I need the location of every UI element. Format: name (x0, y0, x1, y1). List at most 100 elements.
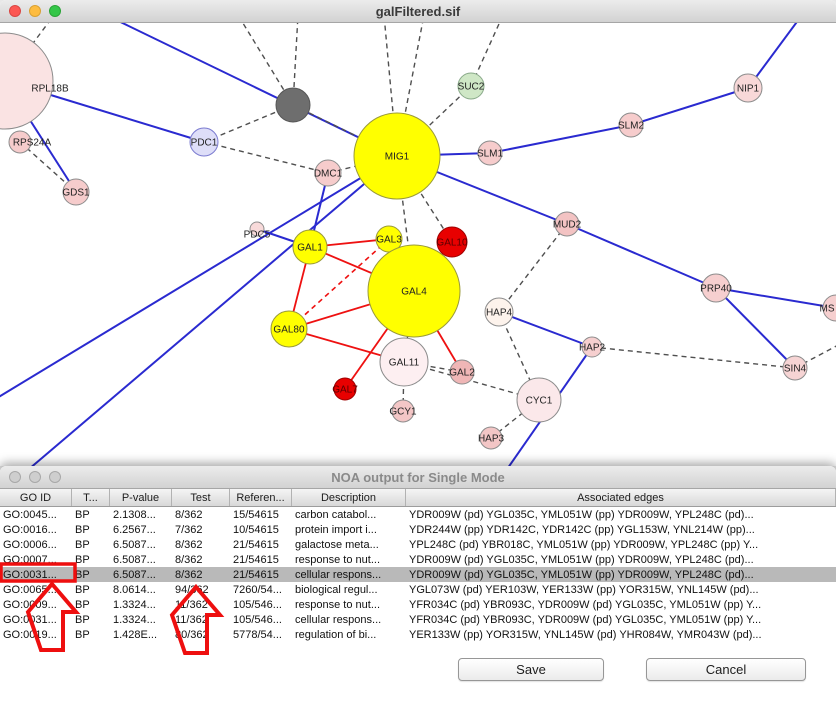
graph-node-ms[interactable] (822, 294, 836, 322)
graph-node-slm1[interactable] (477, 140, 503, 166)
cancel-button[interactable]: Cancel (646, 658, 806, 681)
graph-edge-b[interactable] (498, 311, 593, 348)
node-label: PDC5 (244, 230, 271, 241)
table-cell: 105/546... (233, 598, 282, 611)
graph-edge-b[interactable] (747, 23, 802, 89)
node-label: GAL10 (436, 238, 468, 249)
graph-edge-d[interactable] (203, 104, 294, 143)
graph-node-cyc1[interactable] (516, 377, 562, 423)
column-header[interactable]: P-value (110, 489, 172, 506)
graph-node-gal11[interactable] (379, 337, 429, 387)
column-header[interactable]: Description (292, 489, 406, 506)
table-cell: BP (75, 583, 90, 596)
save-button[interactable]: Save (458, 658, 604, 681)
graph-edge-d[interactable] (203, 141, 329, 174)
graph-edge-b[interactable] (22, 155, 398, 466)
graph-edge-b[interactable] (0, 155, 398, 401)
graph-edge-b[interactable] (715, 287, 836, 309)
close-button-icon[interactable] (9, 5, 21, 17)
graph-node-gal7[interactable] (333, 377, 357, 401)
graph-edge-d[interactable] (396, 155, 453, 243)
table-cell: 21/54615 (233, 553, 279, 566)
graph-node-nip1[interactable] (733, 73, 763, 103)
table-cell: 94/362 (175, 583, 209, 596)
graph-node-gal10[interactable] (436, 226, 468, 258)
graph-node-rps24a[interactable] (8, 130, 32, 154)
table-cell: 8/362 (175, 508, 203, 521)
graph-node-suc2[interactable] (457, 72, 485, 100)
table-cell: response to nut... (295, 598, 380, 611)
graph-node-unlabeled[interactable] (275, 87, 311, 123)
graph-node-slm2[interactable] (618, 112, 644, 138)
graph-edge-d[interactable] (19, 141, 77, 193)
graph-node-hap3[interactable] (479, 426, 503, 450)
column-header[interactable]: T... (72, 489, 110, 506)
graph-node-sin4[interactable] (782, 355, 808, 381)
table-cell: YFR034C (pd) YBR093C, YDR009W (pd) YGL03… (409, 598, 762, 611)
node-label: PRP40 (700, 284, 732, 295)
graph-node-gal1[interactable] (292, 229, 328, 265)
graph-edge-d[interactable] (396, 85, 472, 157)
table-cell: BP (75, 538, 90, 551)
table-cell: 11/362 (175, 613, 208, 626)
graph-node-gcy1[interactable] (391, 399, 415, 423)
graph-node-mud2[interactable] (554, 211, 580, 237)
graph-node-hap4[interactable] (484, 297, 514, 327)
column-header[interactable]: Referen... (230, 489, 292, 506)
network-graph[interactable]: RPL18BRPS24AGDS1PDC1DMC1MIG1SUC2SLM1SLM2… (0, 23, 836, 466)
graph-edge-d[interactable] (292, 104, 398, 157)
graph-node-prp40[interactable] (701, 273, 731, 303)
graph-node-gal2[interactable] (449, 359, 475, 385)
graph-node-hap2[interactable] (581, 336, 603, 358)
node-label: DMC1 (314, 169, 343, 180)
graph-edge-rd[interactable] (288, 238, 390, 330)
graph-node-gal80[interactable] (270, 310, 308, 348)
graph-node-gds1[interactable] (62, 178, 90, 206)
zoom-button-icon[interactable] (49, 5, 61, 17)
close-button-icon[interactable] (9, 471, 21, 483)
graph-node-pdc1[interactable] (189, 127, 219, 157)
graph-edge-b[interactable] (489, 124, 632, 154)
node-label: GAL2 (449, 368, 475, 379)
graph-edge-d[interactable] (396, 23, 424, 157)
graph-node-pdc5[interactable] (249, 221, 265, 237)
graph-edge-d[interactable] (292, 23, 299, 106)
graph-edge-b[interactable] (715, 287, 796, 369)
column-header[interactable]: GO ID (0, 489, 72, 506)
noa-window-titlebar[interactable]: NOA output for Single Mode (0, 466, 836, 489)
minimize-button-icon[interactable] (29, 5, 41, 17)
column-header[interactable]: Test (172, 489, 230, 506)
graph-edge-d[interactable] (591, 346, 796, 369)
network-window-titlebar[interactable]: galFiltered.sif (0, 0, 836, 23)
graph-edge-b[interactable] (566, 223, 717, 289)
table-cell: 8.0614... (113, 583, 156, 596)
graph-node-rpl18b[interactable] (0, 32, 54, 130)
graph-edge-b[interactable] (106, 23, 398, 157)
zoom-button-icon[interactable] (49, 471, 61, 483)
table-cell: YDR009W (pd) YGL035C, YML051W (pp) YDR00… (409, 568, 754, 581)
table-cell: cellular respons... (295, 568, 382, 581)
graph-node-mig1[interactable] (353, 112, 441, 200)
node-label: MS (820, 304, 835, 315)
column-header[interactable]: Associated edges (406, 489, 836, 506)
graph-edge-d[interactable] (384, 23, 398, 157)
table-cell: BP (75, 613, 90, 626)
node-label: HAP4 (486, 308, 513, 319)
minimize-button-icon[interactable] (29, 471, 41, 483)
graph-edge-d[interactable] (498, 223, 568, 313)
graph-edge-d[interactable] (498, 311, 540, 401)
graph-edge-b[interactable] (630, 87, 749, 126)
graph-node-gal4[interactable] (367, 244, 461, 338)
graph-node-dmc1[interactable] (314, 159, 342, 187)
